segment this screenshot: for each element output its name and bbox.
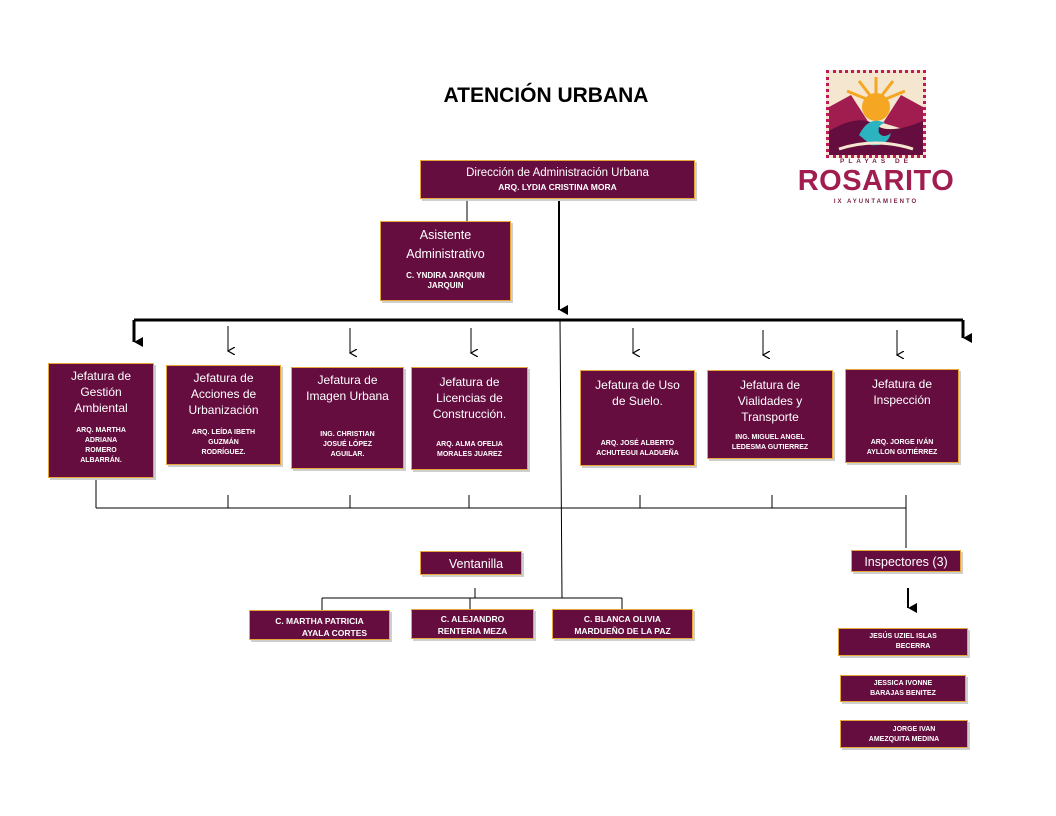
department-role: Urbanización [188,403,259,417]
logo-name: ROSARITO [797,165,955,197]
department-head: AYLLON GUTIÉRREZ [866,449,938,456]
department-head: JOSUÉ LÓPEZ [322,441,372,448]
department-head: ROMERO [85,447,117,454]
department-role: Acciones de [190,387,257,401]
department-head: LEDESMA GUTIERREZ [731,444,809,451]
department-head: ING. MIGUEL ANGEL [735,434,805,441]
director-name: ARQ. LYDIA CRISTINA MORA [498,182,617,192]
assistant-box: Asistente Administrativo C. YNDIRA JARQU… [380,221,511,301]
department-head: ARQ. JORGE IVÁN [870,439,934,446]
department-role: Transporte [741,410,799,424]
department-imagen-urbana: Jefatura de Imagen Urbana ING. CHRISTIAN… [291,367,404,469]
staff-name: RENTERIA MEZA [437,626,508,636]
staff-name: C. MARTHA PATRICIA [275,616,364,626]
department-head: AGUILAR. [330,451,365,458]
department-head: MORALES JUAREZ [437,451,502,458]
staff-name: C. BLANCA OLIVIA [583,614,662,624]
department-role: Jefatura de [739,378,801,392]
ventanilla-box: Ventanilla [420,551,522,575]
department-role: Imagen Urbana [306,389,389,403]
inspectores-label: Inspectores (3) [864,555,948,569]
inspectores-box: Inspectores (3) [851,550,961,572]
assistant-name-line2: JARQUIN [427,281,464,290]
department-role: Gestión [80,385,122,399]
department-head: ARQ. LEÍDA IBETH [191,429,256,436]
department-head: ADRIANA [84,437,118,444]
department-gestion-ambiental: Jefatura de Gestión Ambiental ARQ. MARTH… [48,363,154,478]
staff-name: BECERRA [895,643,931,650]
inspector-1: JESÚS UZIEL ISLAS BECERRA [838,628,968,656]
logo-top-text: PLAYAS DE [839,158,912,165]
department-acciones-urbanizacion: Jefatura de Acciones de Urbanización ARQ… [166,365,281,465]
staff-name: MARDUEÑO DE LA PAZ [574,626,671,636]
ventanilla-label: Ventanilla [448,557,504,571]
rosarito-logo: PLAYAS DE ROSARITO IX AYUNTAMIENTO [790,66,962,216]
staff-name: AMEZQUITA MEDINA [868,736,940,743]
department-role: Ambiental [74,401,128,415]
department-role: de Suelo. [612,394,663,408]
staff-name: JESSICA IVONNE [873,680,933,687]
director-role: Dirección de Administración Urbana [466,167,649,179]
department-role: Jefatura de [439,375,500,389]
department-role: Inspección [873,393,931,407]
department-role: Vialidades y [737,394,803,408]
ventanilla-staff-2: C. ALEJANDRO RENTERIA MEZA [411,609,534,639]
department-role: Jefatura de [317,373,378,387]
department-role: Jefatura de [193,371,254,385]
department-role: Jefatura de [871,377,933,391]
department-head: GUZMÁN [208,439,239,446]
department-head: ARQ. JOSÉ ALBERTO [600,440,675,447]
assistant-role-line2: Administrativo [406,247,485,261]
staff-name: JESÚS UZIEL ISLAS [869,633,937,640]
director-box: Dirección de Administración Urbana ARQ. … [420,160,695,199]
inspector-3: JORGE IVAN AMEZQUITA MEDINA [840,720,968,748]
staff-name: JORGE IVAN [892,726,936,733]
department-head: ARQ. MARTHA [76,427,126,434]
department-head: ING. CHRISTIAN [320,431,375,438]
department-role: Jefatura de [70,369,132,383]
ventanilla-staff-3: C. BLANCA OLIVIA MARDUEÑO DE LA PAZ [552,609,693,639]
department-head: ACHUTEGUI ALADUEÑA [596,450,679,457]
assistant-role-line1: Asistente [419,228,472,242]
logo-graphic [829,73,923,155]
logo-stamp [826,70,926,158]
department-role: Licencias de [436,391,503,405]
logo-bottom-text: IX AYUNTAMIENTO [833,199,919,205]
department-vialidades-transporte: Jefatura de Vialidades y Transporte ING.… [707,370,833,459]
staff-name: C. ALEJANDRO [440,614,505,624]
department-role: Construcción. [432,407,507,421]
staff-name: BARAJAS BENITEZ [870,690,936,697]
staff-name: AYALA CORTES [301,628,368,638]
department-licencias-construccion: Jefatura de Licencias de Construcción. A… [411,367,528,470]
inspector-2: JESSICA IVONNE BARAJAS BENITEZ [840,675,966,702]
page-title: ATENCIÓN URBANA [443,84,649,107]
ventanilla-staff-1: C. MARTHA PATRICIA AYALA CORTES [249,610,390,640]
department-role: Jefatura de Uso [595,378,680,392]
assistant-name-line1: C. YNDIRA JARQUIN [406,271,485,280]
department-head: RODRÍGUEZ. [201,449,246,456]
department-head: ARQ. ALMA OFELIA [436,441,503,448]
department-uso-suelo: Jefatura de Uso de Suelo. ARQ. JOSÉ ALBE… [580,370,695,466]
department-inspeccion: Jefatura de Inspección ARQ. JORGE IVÁN A… [845,369,959,463]
department-head: ALBARRÁN. [80,457,122,464]
